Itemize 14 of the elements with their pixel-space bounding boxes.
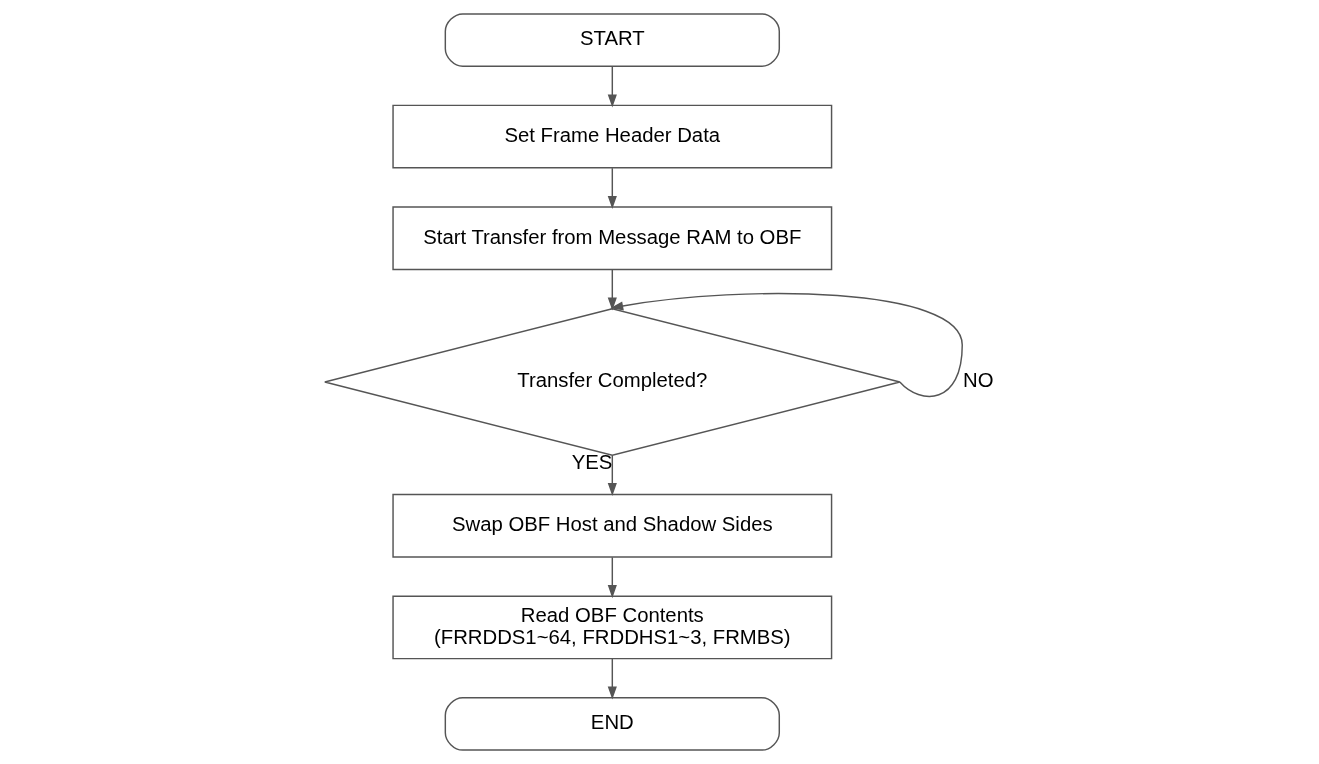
arrow xyxy=(607,454,617,497)
node-box: Swap OBF Host and Shadow Sides xyxy=(392,493,833,558)
arrow xyxy=(607,556,617,599)
node-box: Start Transfer from Message RAM to OBF xyxy=(392,206,833,271)
arrow xyxy=(607,268,617,311)
edge-label: NO xyxy=(962,369,994,392)
arrow xyxy=(610,292,963,397)
node-box: START xyxy=(444,13,780,67)
arrow xyxy=(607,167,617,210)
node-box: Read OBF Contents (FRRDDS1~64, FRDDHS1~3, FRMBS) xyxy=(392,595,833,660)
arrow xyxy=(607,65,617,108)
node-box: END xyxy=(444,697,780,751)
arrow xyxy=(607,658,617,700)
node-box: Set Frame Header Data xyxy=(392,104,833,169)
